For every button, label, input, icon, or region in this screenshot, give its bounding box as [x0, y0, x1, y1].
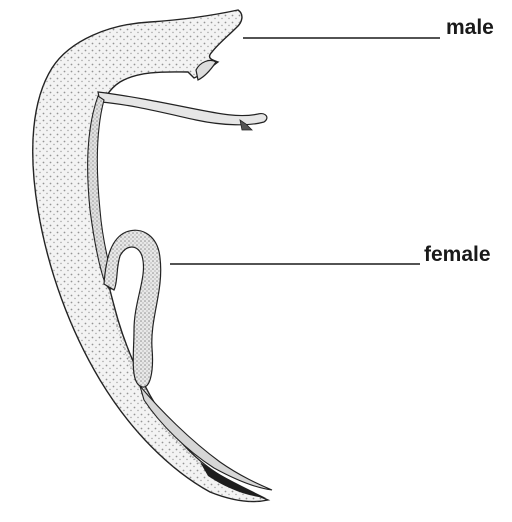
- female-anterior-end: [98, 92, 267, 125]
- male-label: male: [446, 17, 494, 38]
- female-label: female: [424, 244, 491, 265]
- schistosome-female-icon: [88, 92, 272, 490]
